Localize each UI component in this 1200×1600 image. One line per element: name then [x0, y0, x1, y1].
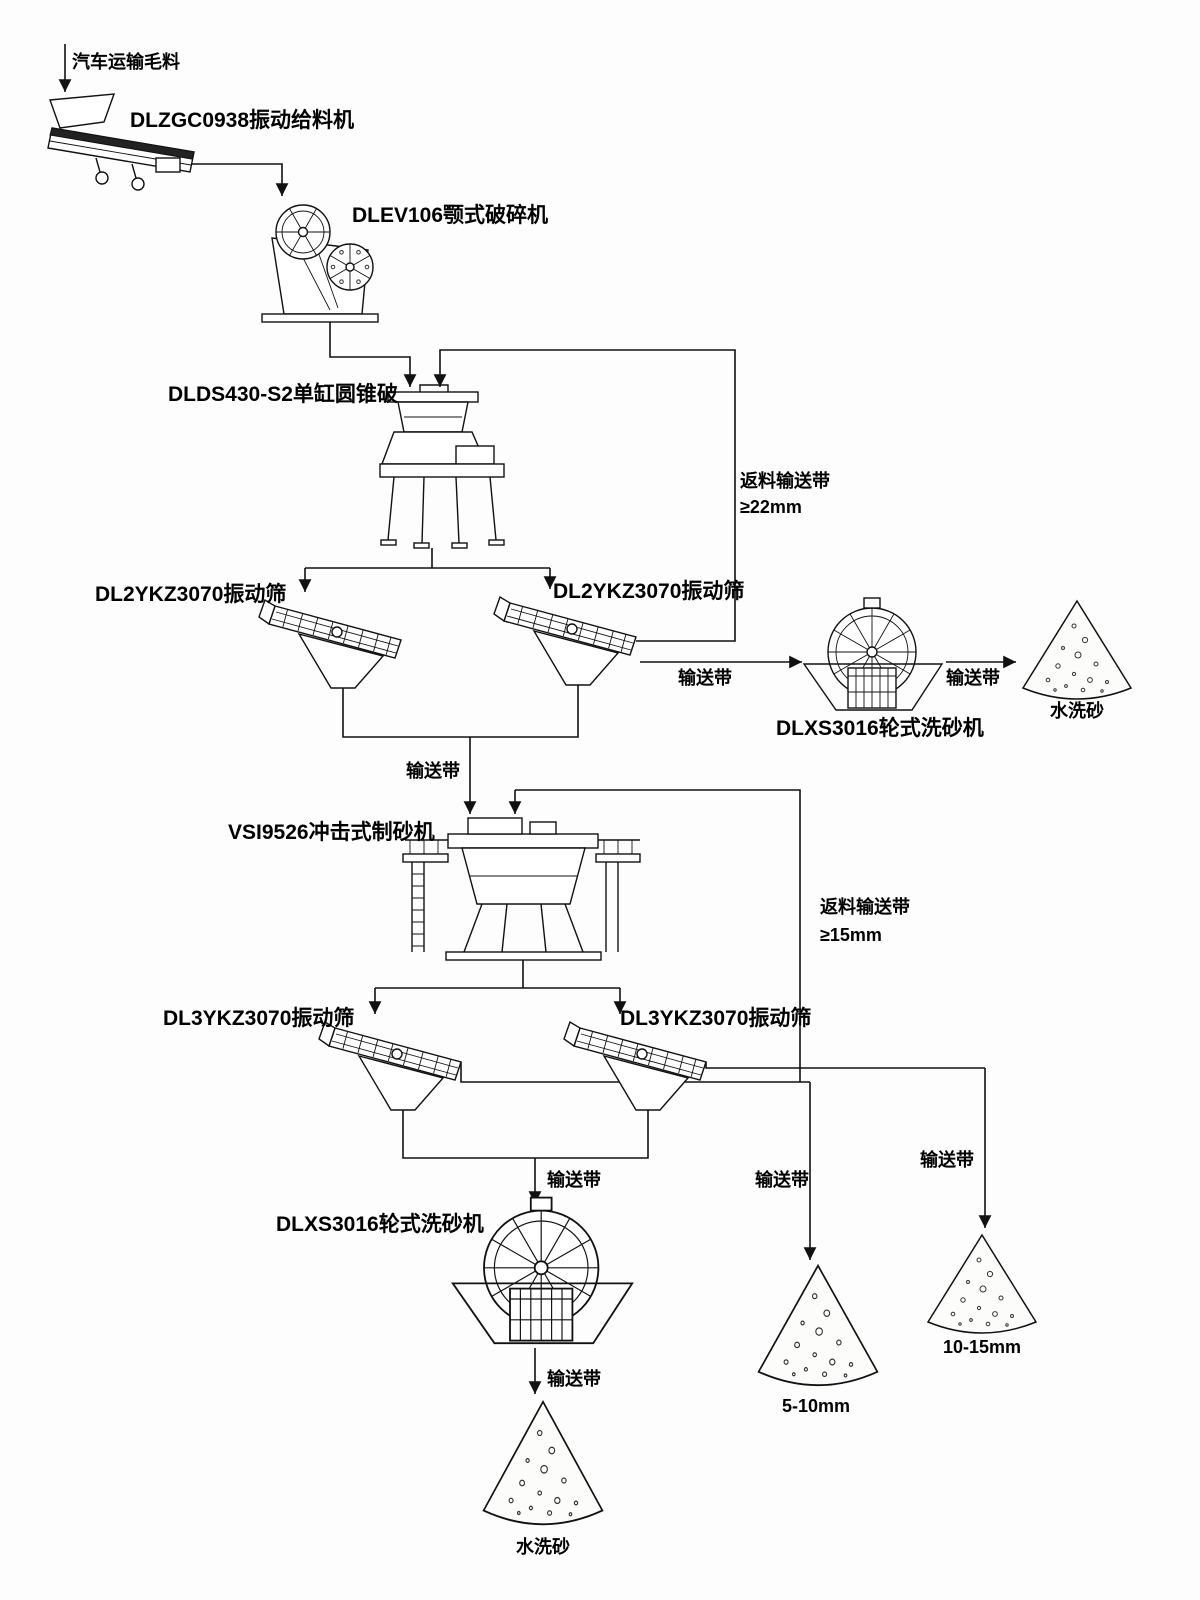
return-bottom-label-2: ≥15mm — [820, 925, 882, 945]
flow-return-15mm — [515, 789, 801, 1082]
flow-cone-split — [305, 548, 550, 569]
sand-washer-bottom-label: DLXS3016轮式洗砂机 — [276, 1212, 484, 1236]
jaw-crusher-label: DLEV106颚式破碎机 — [352, 203, 548, 227]
flow-return-22mm — [433, 349, 736, 642]
screen-2ykz-right-label: DL2YKZ3070振动筛 — [553, 579, 744, 603]
conveyor-label-10-15: 输送带 — [920, 1149, 974, 1170]
pile-5-10-label: 5-10mm — [782, 1396, 850, 1416]
washed-sand-bottom-label: 水洗砂 — [516, 1536, 570, 1557]
sand-washer-top-label: DLXS3016轮式洗砂机 — [776, 716, 984, 740]
flow-jaw-to-cone — [329, 322, 417, 387]
screen-3ykz-right-label: DL3YKZ3070振动筛 — [620, 1006, 811, 1030]
flow-screen3-to-5-10 — [460, 1062, 810, 1083]
pile-washed-sand-top — [1022, 600, 1132, 700]
vsi-machine — [402, 817, 641, 961]
cone-crusher-machine — [379, 384, 505, 549]
washed-sand-top-label: 水洗砂 — [1050, 700, 1104, 721]
conveyor-label-vsi-in: 输送带 — [406, 760, 460, 781]
screen-2ykz-left-machine — [258, 599, 402, 689]
screen-3ykz-left-label: DL3YKZ3070振动筛 — [163, 1006, 354, 1030]
conveyor-label-washer1-out: 输送带 — [946, 667, 1000, 688]
pile-10-15mm — [927, 1234, 1037, 1334]
return-bottom-label-1: 返料输送带 — [820, 896, 910, 917]
conveyor-label-5-10: 输送带 — [755, 1169, 809, 1190]
screen-3ykz-left-machine — [318, 1021, 462, 1111]
pile-washed-sand-bottom — [482, 1400, 604, 1526]
pile-5-10mm — [757, 1264, 879, 1387]
screen-2ykz-left-label: DL2YKZ3070振动筛 — [95, 582, 286, 606]
return-top-label-1: 返料输送带 — [740, 470, 830, 491]
conveyor-label-washer2-out: 输送带 — [547, 1368, 601, 1389]
pile-10-15-label: 10-15mm — [943, 1337, 1021, 1357]
vsi-label: VSI9526冲击式制砂机 — [228, 820, 435, 844]
screen-3ykz-right-machine — [563, 1021, 707, 1111]
source-note-label: 汽车运输毛料 — [72, 51, 180, 72]
return-top-label-2: ≥22mm — [740, 497, 802, 517]
feeder-machine — [47, 93, 195, 191]
flow-screen3-to-10-15 — [705, 1062, 985, 1069]
sand-washer-top-machine — [803, 597, 943, 711]
jaw-crusher-machine — [261, 204, 379, 323]
conveyor-label-washer1-in: 输送带 — [678, 667, 732, 688]
flow-screens2-collect — [342, 682, 579, 738]
feeder-label: DLZGC0938振动给料机 — [130, 108, 354, 132]
flow-vsi-split — [375, 960, 620, 989]
cone-crusher-label: DLDS430-S2单缸圆锥破 — [168, 382, 398, 406]
flow-screens3-collect — [402, 1108, 649, 1159]
conveyor-label-washer2-in: 输送带 — [547, 1169, 601, 1190]
screen-2ykz-right-machine — [493, 596, 637, 686]
flow-feeder-to-jaw — [182, 163, 289, 196]
